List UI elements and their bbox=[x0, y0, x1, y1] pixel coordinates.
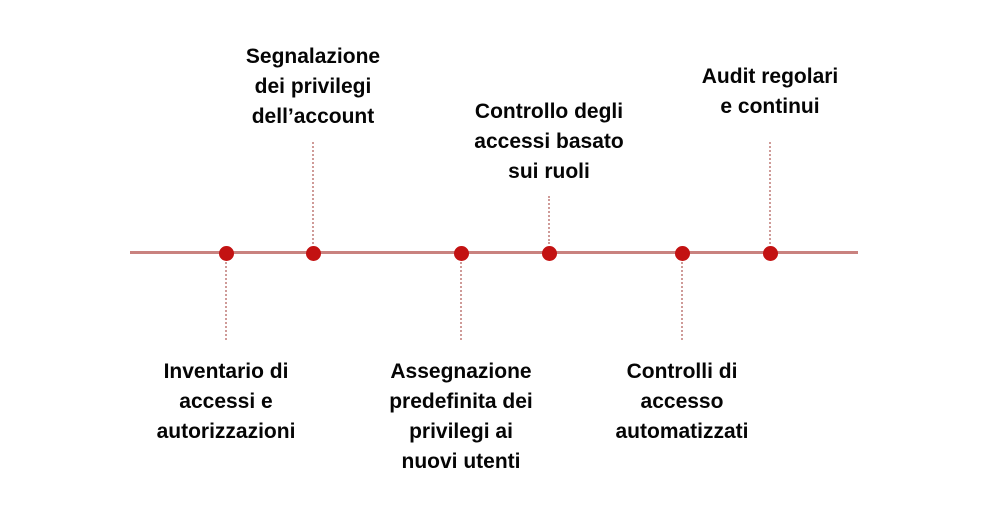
milestone-label-inventario: Inventario di accessi e autorizzazioni bbox=[156, 360, 296, 443]
milestone-connector-inventario bbox=[225, 262, 227, 340]
milestone-dot-controllo bbox=[541, 245, 557, 261]
milestone-dot-audit bbox=[762, 245, 778, 261]
milestone-dot-controlli bbox=[674, 245, 690, 261]
milestone-connector-assegnazione bbox=[460, 262, 462, 340]
milestone-label-controllo: Controllo degli accessi basato sui ruoli bbox=[474, 100, 624, 183]
milestone-label-audit: Audit regolari e continui bbox=[701, 65, 839, 118]
milestone-connector-controlli bbox=[681, 262, 683, 340]
milestone-dot-inventario bbox=[218, 245, 234, 261]
milestone-dot-segnalazione bbox=[305, 245, 321, 261]
timeline-axis-line bbox=[130, 251, 858, 254]
milestone-connector-segnalazione bbox=[312, 142, 314, 244]
milestone-label-controlli: Controlli di accesso automatizzati bbox=[615, 360, 749, 443]
milestone-dot-assegnazione bbox=[453, 245, 469, 261]
milestone-connector-audit bbox=[769, 142, 771, 244]
milestone-label-assegnazione: Assegnazione predefinita dei privilegi a… bbox=[389, 360, 533, 473]
milestone-label-segnalazione: Segnalazione dei privilegi dell’account bbox=[245, 45, 381, 128]
milestone-connector-controllo bbox=[548, 196, 550, 244]
